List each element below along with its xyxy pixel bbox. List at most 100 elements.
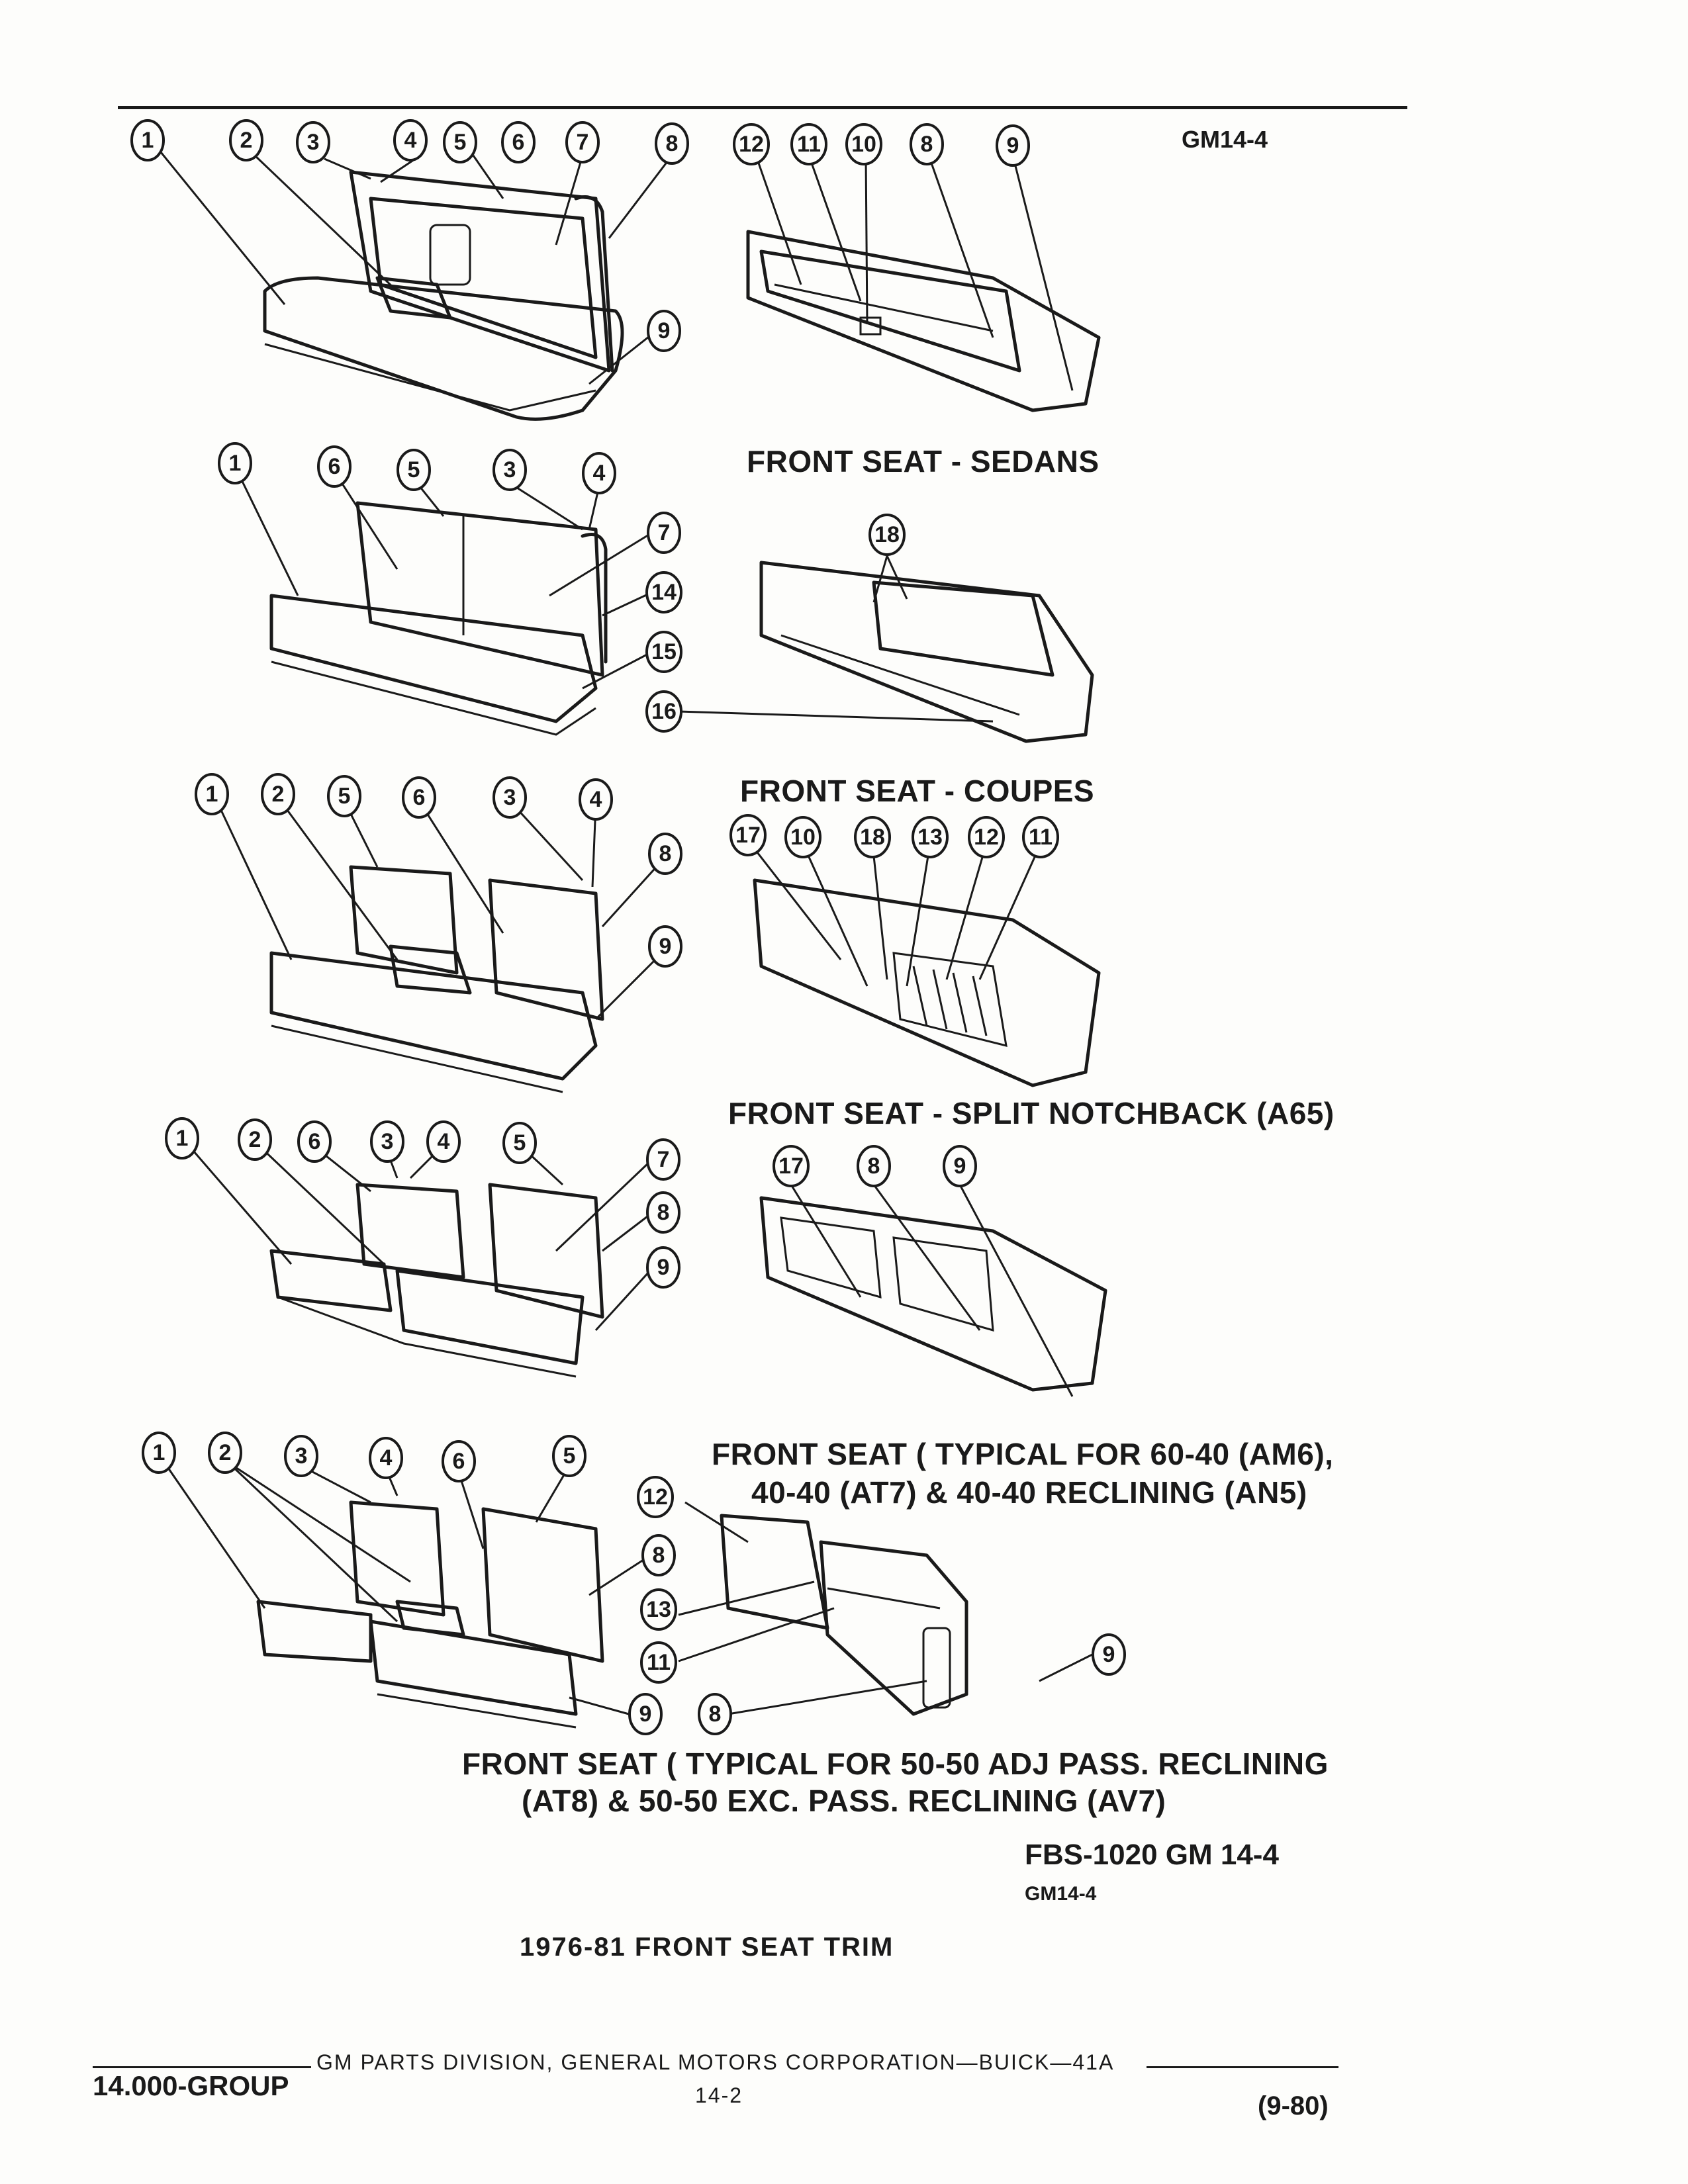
- callout-5: 5: [397, 449, 431, 491]
- svg-text:8: 8: [868, 1154, 880, 1179]
- split-notchback-seat-rear-view: [753, 878, 1101, 1087]
- callout-11: 11: [1022, 816, 1059, 858]
- callout-2: 2: [261, 773, 295, 815]
- callout-3: 3: [370, 1120, 404, 1163]
- callout-6: 6: [402, 776, 436, 819]
- footer-date: (9-80): [1258, 2091, 1329, 2120]
- svg-text:4: 4: [590, 787, 602, 812]
- 6040-seat-rear-view: [759, 1196, 1107, 1392]
- svg-text:10: 10: [851, 132, 876, 157]
- svg-text:18: 18: [860, 825, 885, 850]
- footer-group: 14.000-GROUP: [93, 2070, 289, 2101]
- callout-6: 6: [317, 445, 352, 488]
- callout-12: 12: [968, 816, 1005, 858]
- footer-rule-right: [1147, 2066, 1338, 2068]
- caption-split-notchback: FRONT SEAT - SPLIT NOTCHBACK (A65): [728, 1096, 1335, 1130]
- svg-text:6: 6: [512, 130, 525, 155]
- callout-4: 4: [426, 1120, 461, 1163]
- svg-text:14: 14: [651, 580, 677, 605]
- callout-3: 3: [492, 449, 527, 491]
- callout-1: 1: [195, 773, 229, 815]
- svg-text:5: 5: [563, 1443, 576, 1469]
- svg-text:18: 18: [874, 522, 900, 547]
- callout-7: 7: [647, 512, 681, 554]
- svg-text:8: 8: [709, 1702, 722, 1727]
- callouts: 1 2 3 4 5 6 7 8 9 12 11 10 8 9 1 6 5 3 4…: [130, 119, 1126, 1735]
- caption-6040-line1: FRONT SEAT ( TYPICAL FOR 60-40 (AM6),: [712, 1437, 1334, 1471]
- svg-text:1: 1: [229, 451, 242, 476]
- callout-3: 3: [296, 121, 330, 163]
- svg-text:7: 7: [658, 520, 671, 545]
- svg-text:5: 5: [338, 784, 351, 809]
- 5050-seat-front-view: [256, 1500, 604, 1729]
- svg-text:8: 8: [657, 1200, 670, 1225]
- callout-17: 17: [729, 814, 767, 856]
- callout-5: 5: [443, 121, 477, 163]
- callout-15: 15: [645, 631, 682, 673]
- callout-18: 18: [854, 816, 891, 858]
- svg-text:5: 5: [514, 1130, 526, 1156]
- coupe-bench-seat-front-view: [269, 501, 608, 736]
- callout-7: 7: [646, 1138, 680, 1181]
- callout-3: 3: [284, 1435, 318, 1477]
- callout-17: 17: [773, 1145, 810, 1187]
- callout-5: 5: [327, 775, 361, 817]
- svg-text:13: 13: [917, 825, 943, 850]
- svg-text:8: 8: [659, 841, 672, 866]
- callout-7: 7: [565, 121, 600, 163]
- svg-text:7: 7: [577, 130, 589, 155]
- svg-text:1: 1: [153, 1440, 165, 1465]
- callout-2: 2: [229, 119, 263, 161]
- callout-14: 14: [645, 571, 682, 614]
- svg-text:4: 4: [593, 461, 606, 486]
- svg-text:8: 8: [666, 131, 679, 156]
- callout-4: 4: [393, 119, 428, 161]
- callout-5: 5: [552, 1435, 586, 1477]
- callout-9: 9: [646, 1246, 680, 1289]
- svg-text:9: 9: [1103, 1642, 1115, 1667]
- svg-text:11: 11: [797, 132, 821, 157]
- svg-text:9: 9: [639, 1702, 652, 1727]
- svg-text:2: 2: [240, 128, 253, 153]
- svg-text:17: 17: [778, 1154, 804, 1179]
- svg-text:6: 6: [413, 785, 426, 810]
- callout-9: 9: [996, 124, 1030, 167]
- 6040-seat-front-view: [269, 1183, 604, 1378]
- svg-text:1: 1: [142, 128, 154, 153]
- callout-8: 8: [641, 1534, 676, 1576]
- svg-text:9: 9: [954, 1154, 966, 1179]
- callout-6: 6: [501, 121, 536, 163]
- reference-sub: GM14-4: [1025, 1883, 1097, 1905]
- svg-text:12: 12: [739, 132, 764, 157]
- callout-2: 2: [208, 1432, 242, 1474]
- svg-text:16: 16: [651, 699, 677, 724]
- svg-text:9: 9: [1007, 133, 1019, 158]
- sedan-bench-seat-front-view: [263, 170, 624, 421]
- svg-text:4: 4: [380, 1445, 393, 1471]
- callout-2: 2: [238, 1118, 272, 1161]
- callout-9: 9: [1092, 1633, 1126, 1676]
- svg-text:10: 10: [790, 825, 816, 850]
- svg-text:15: 15: [651, 639, 677, 664]
- svg-text:6: 6: [308, 1129, 321, 1154]
- svg-text:8: 8: [653, 1543, 665, 1568]
- svg-text:3: 3: [504, 785, 516, 810]
- svg-text:13: 13: [646, 1597, 671, 1622]
- callout-8: 8: [910, 123, 944, 165]
- sedan-bench-seat-rear-view: [746, 230, 1101, 412]
- callout-8: 8: [648, 833, 682, 875]
- header-code: GM14-4: [1182, 126, 1268, 153]
- svg-text:12: 12: [974, 825, 999, 850]
- svg-text:3: 3: [381, 1129, 394, 1154]
- callout-5: 5: [502, 1122, 537, 1164]
- svg-text:1: 1: [176, 1126, 189, 1151]
- callout-9: 9: [647, 310, 681, 352]
- callout-13: 13: [912, 816, 949, 858]
- callout-11: 11: [640, 1641, 677, 1684]
- callout-8: 8: [857, 1145, 891, 1187]
- svg-text:2: 2: [249, 1127, 261, 1152]
- svg-text:9: 9: [658, 318, 671, 343]
- svg-text:9: 9: [659, 934, 672, 959]
- callout-9: 9: [628, 1693, 663, 1735]
